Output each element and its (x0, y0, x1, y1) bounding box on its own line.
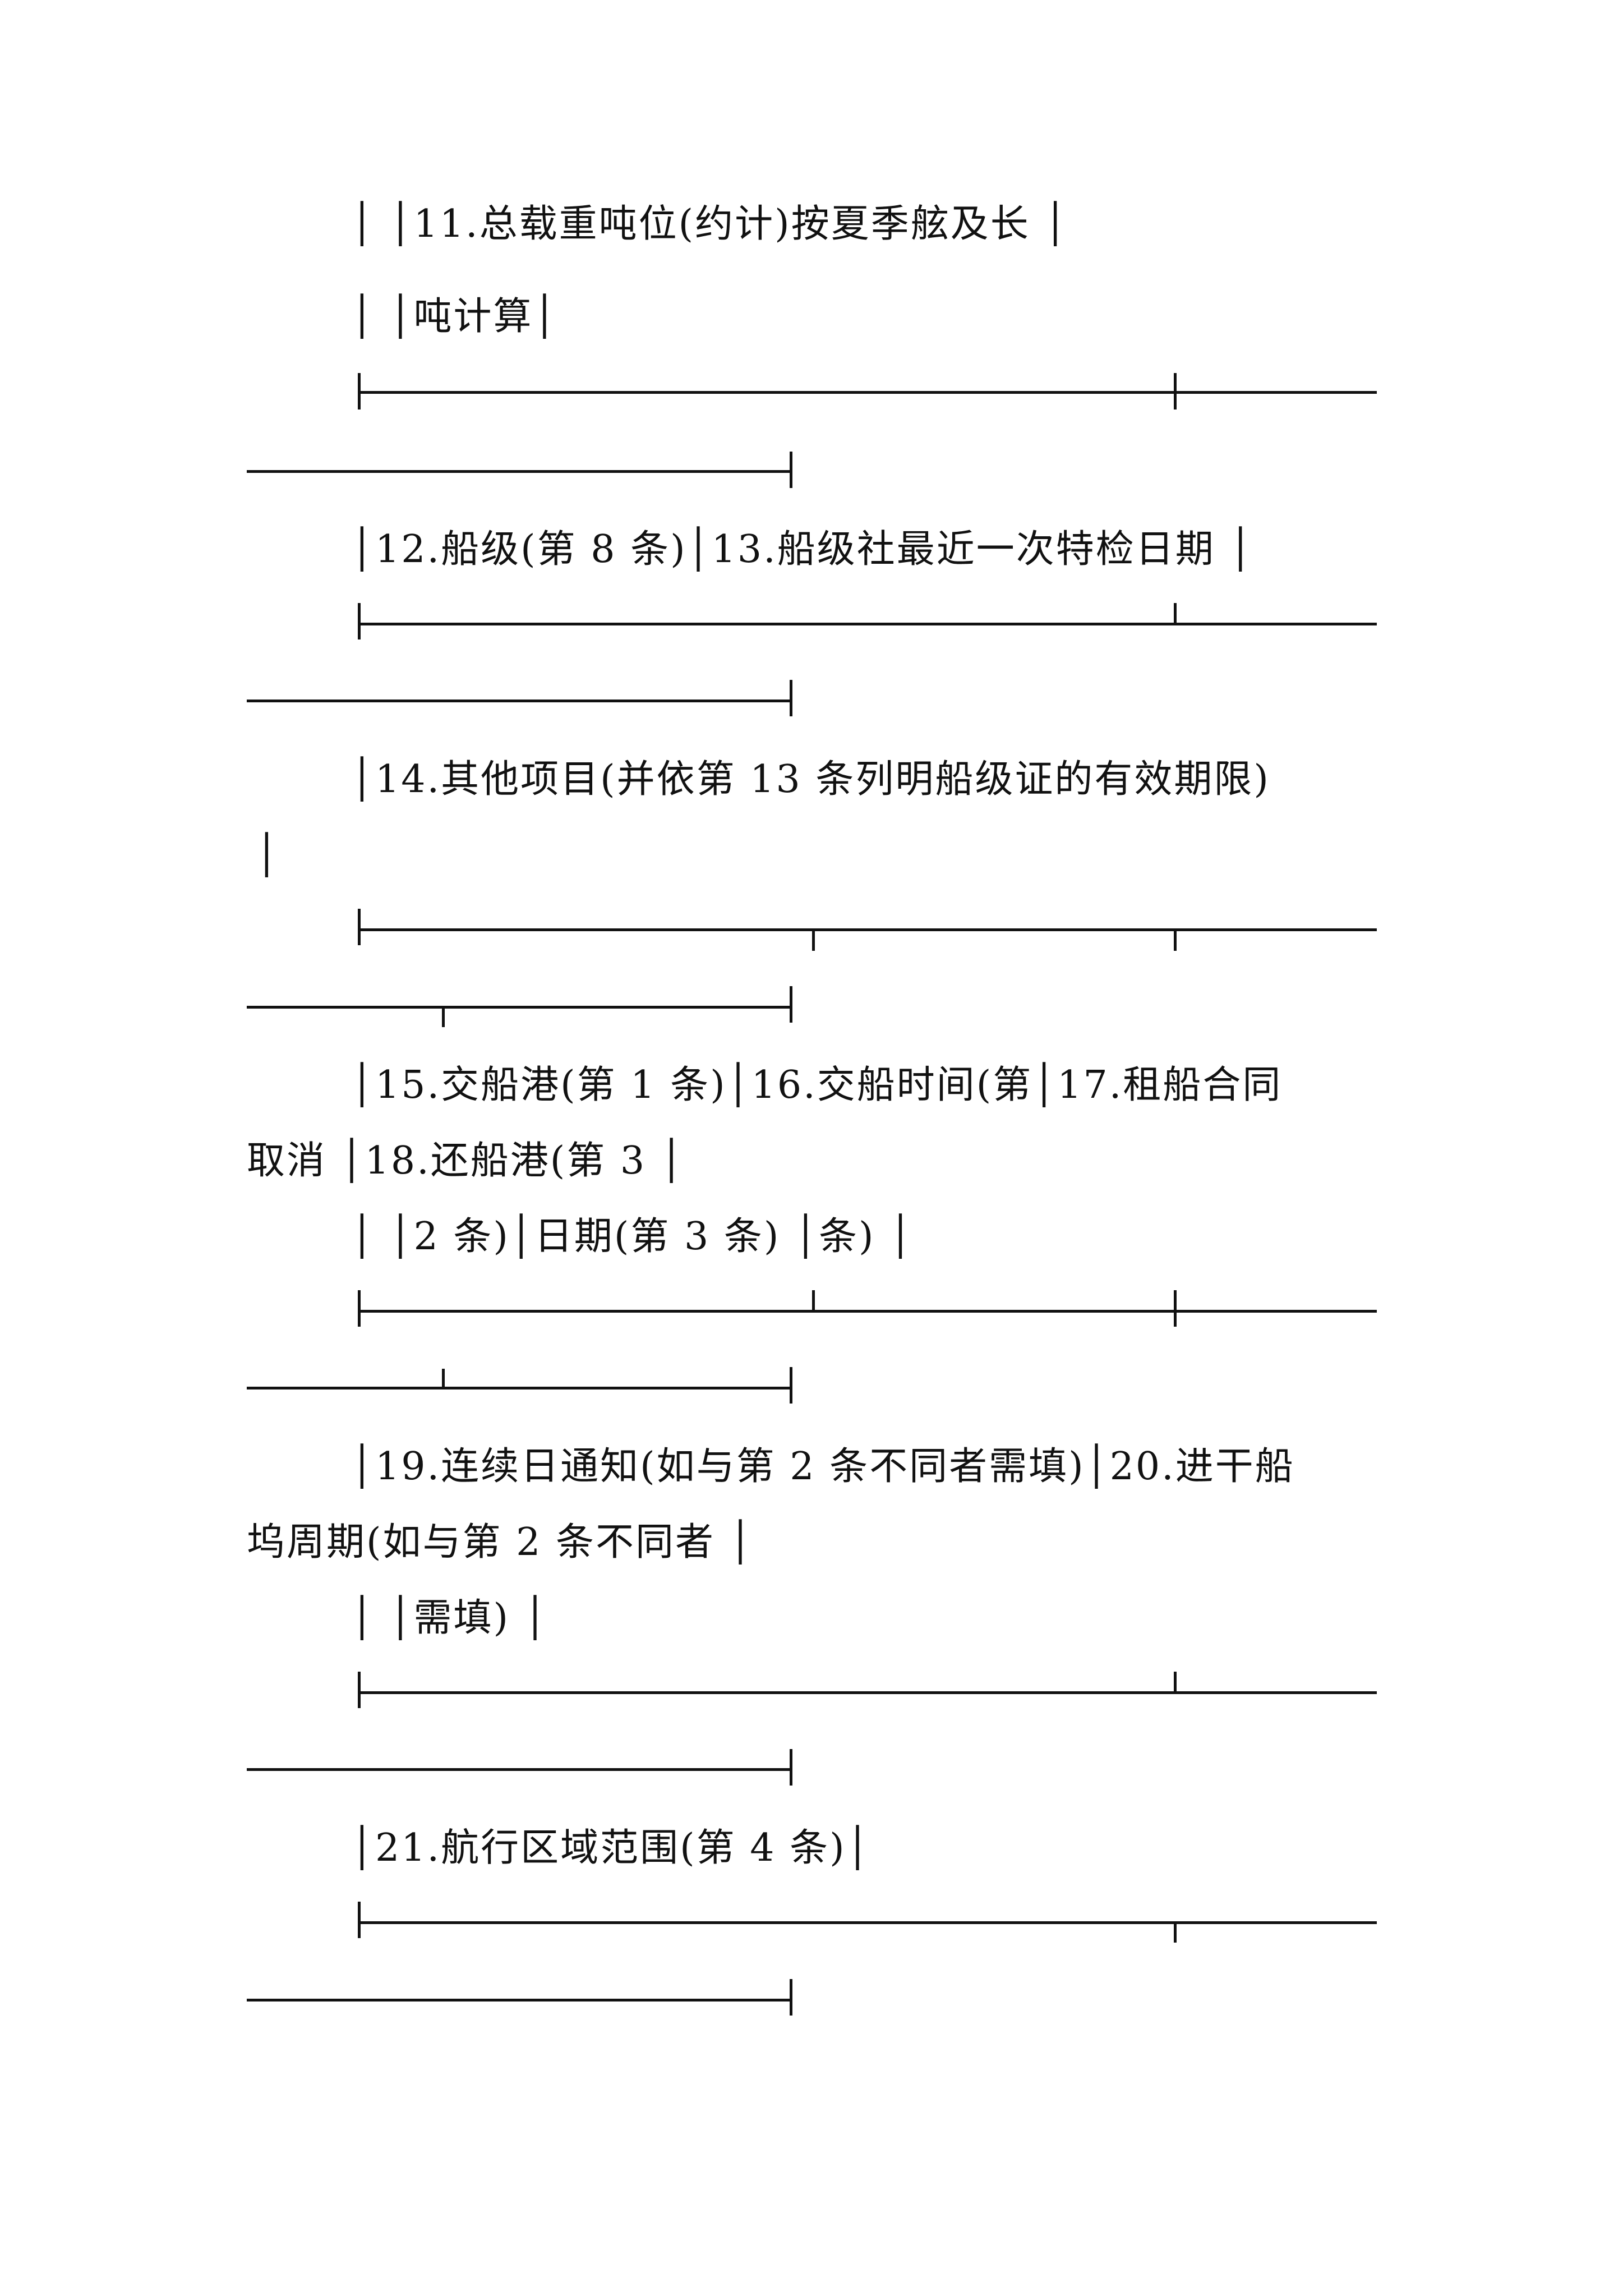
row-19-20-line-3: │ │需填) │ (351, 1596, 548, 1640)
row-11-line-1: │ │11.总载重吨位(约计)按夏季舷及长 │ (351, 202, 1069, 246)
row-14-line-2: │ (255, 833, 280, 877)
row-11-line-2: │ │吨计算│ (351, 295, 558, 339)
row-12-13: │12.船级(第 8 条)│13.船级社最近一次特检日期 │ (351, 527, 1254, 572)
row-14-line-1: │14.其他项目(并依第 13 条列明船级证的有效期限) (351, 757, 1270, 802)
row-15-18-line-2: 取消 │18.还船港(第 3 │ (247, 1139, 685, 1183)
row-19-20-line-1: │19.连续日通知(如与第 2 条不同者需填)│20.进干船 (351, 1444, 1295, 1489)
row-15-17-line-1: │15.交船港(第 1 条)│16.交船时间(第│17.租船合同 (351, 1063, 1283, 1107)
row-21: │21.航行区域范围(第 4 条)│ (351, 1826, 871, 1870)
row-19-20-line-2: 坞周期(如与第 2 条不同者 │ (247, 1520, 754, 1565)
row-15-18-line-3: │ │2 条)│日期(第 3 条) │条) │ (351, 1214, 914, 1259)
